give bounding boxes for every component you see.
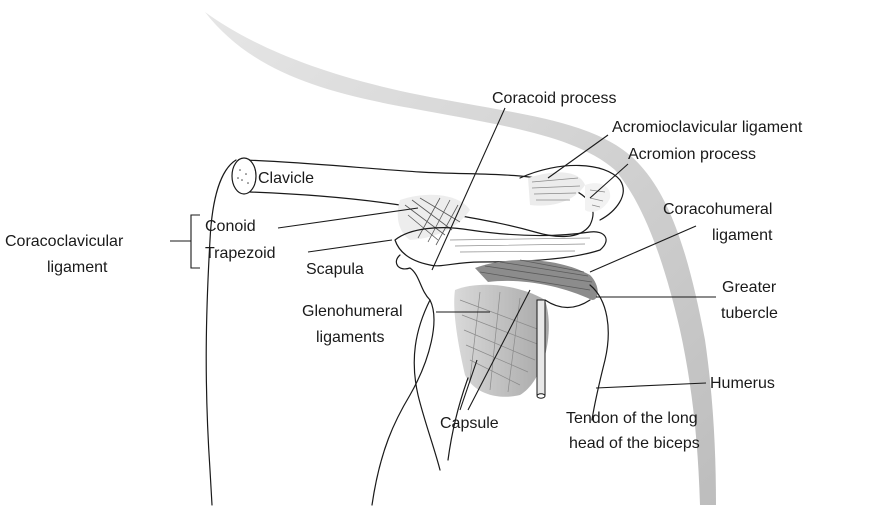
capsule-region bbox=[454, 285, 549, 397]
acromion-region bbox=[520, 165, 623, 220]
label-coracoclavicular-2: ligament bbox=[47, 259, 108, 276]
label-humerus: Humerus bbox=[710, 375, 775, 392]
label-biceps-tendon-2: head of the biceps bbox=[569, 435, 700, 452]
biceps-tendon bbox=[537, 300, 545, 398]
body-outline-left bbox=[206, 160, 236, 505]
label-biceps-tendon-1: Tendon of the long bbox=[566, 410, 698, 427]
label-glenohumeral-1: Glenohumeral bbox=[302, 303, 403, 320]
label-clavicle: Clavicle bbox=[258, 170, 314, 187]
label-trapezoid: Trapezoid bbox=[205, 245, 276, 262]
label-conoid: Conoid bbox=[205, 218, 256, 235]
bracket-coracoclavicular bbox=[170, 215, 200, 268]
label-greater-tubercle-2: tubercle bbox=[721, 305, 778, 322]
label-coracoclavicular-1: Coracoclavicular bbox=[5, 233, 124, 250]
label-greater-tubercle-1: Greater bbox=[722, 279, 777, 296]
leader-trapezoid bbox=[308, 240, 392, 252]
label-capsule: Capsule bbox=[440, 415, 499, 432]
leader-conoid bbox=[278, 208, 418, 228]
leader-humerus bbox=[596, 383, 706, 388]
label-scapula: Scapula bbox=[306, 261, 364, 278]
coracoclavicular-ligaments bbox=[398, 195, 470, 245]
label-coracoid-process: Coracoid process bbox=[492, 90, 617, 107]
label-acromioclavicular-ligament: Acromioclavicular ligament bbox=[612, 119, 803, 136]
scapula-outline bbox=[372, 255, 434, 505]
label-coracohumeral-2: ligament bbox=[712, 227, 773, 244]
label-coracohumeral-1: Coracohumeral bbox=[663, 201, 772, 218]
label-glenohumeral-2: ligaments bbox=[316, 329, 384, 346]
label-acromion-process: Acromion process bbox=[628, 146, 756, 163]
